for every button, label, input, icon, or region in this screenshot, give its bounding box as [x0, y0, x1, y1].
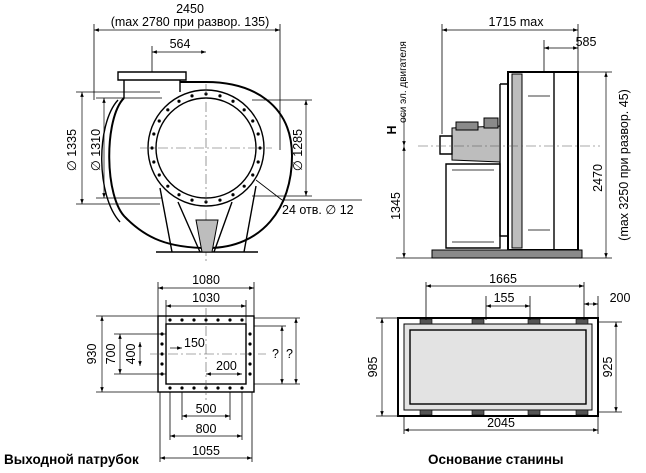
- bolt-hole: [168, 318, 172, 322]
- bolt-hole: [168, 386, 172, 390]
- flange-width-inner-label: 1055: [192, 444, 220, 458]
- hole-offset-200-label: 200: [216, 359, 237, 373]
- bolt-hole: [228, 318, 232, 322]
- bolt-holes: [150, 92, 262, 204]
- bolt-hole: [258, 146, 262, 150]
- frame-end-200-label: 200: [610, 291, 631, 305]
- diameter-outer-label: ∅ 1335: [65, 129, 79, 171]
- outlet-flange-view: 1080 1030 930 700 400 150 200 ? ?: [4, 273, 300, 467]
- bolt-hole: [228, 386, 232, 390]
- frame-length-overall-label: 2045: [487, 416, 515, 430]
- bolt-hole: [251, 119, 255, 123]
- width-overall-label: 2450: [176, 2, 204, 16]
- offset-label: 585: [576, 35, 597, 49]
- bolt-hole: [160, 352, 164, 356]
- hole-offset-150-label: 150: [184, 336, 205, 350]
- bolt-hole: [180, 386, 184, 390]
- bolt-hole: [256, 160, 260, 164]
- height-overall-label: 2470: [591, 164, 605, 192]
- mount-plate: [575, 318, 589, 325]
- bolt-hole: [166, 184, 170, 188]
- fan-side-view: 1715 max 585 1345 H оси эл. двигателя 24…: [385, 15, 631, 259]
- mount-plate: [419, 409, 433, 416]
- flange-width-bolt-label: 1030: [192, 291, 220, 305]
- bolt-hole: [242, 184, 246, 188]
- outlet-width-label: 564: [170, 37, 191, 51]
- bolt-hole: [157, 173, 161, 177]
- bolt-hole: [256, 132, 260, 136]
- flange-height-inner-label: 400: [124, 344, 138, 365]
- bolt-hole: [248, 372, 252, 376]
- bolt-hole: [204, 318, 208, 322]
- bolt-hole: [166, 108, 170, 112]
- bolt-hole: [248, 362, 252, 366]
- flange-height-bolt-label: 700: [104, 344, 118, 365]
- bolt-hole: [231, 99, 235, 103]
- bolt-hole: [157, 119, 161, 123]
- mount-plate: [527, 409, 541, 416]
- bolt-hole: [251, 173, 255, 177]
- bolt-hole: [152, 160, 156, 164]
- bolt-hole: [231, 193, 235, 197]
- frame-width-bolt-label: 925: [601, 357, 615, 378]
- unknown-dim-2: ?: [286, 347, 293, 361]
- bolt-hole: [218, 94, 222, 98]
- diameter-bolt-label: ∅ 1310: [89, 129, 103, 171]
- width-note-label: (max 2780 при развор. 135): [111, 15, 270, 29]
- bolt-hole: [190, 94, 194, 98]
- bolt-hole: [150, 146, 154, 150]
- base-caption: Основание станины: [428, 452, 564, 467]
- frame-width-overall-label: 985: [366, 357, 380, 378]
- bolt-hole: [240, 318, 244, 322]
- bolt-hole: [242, 108, 246, 112]
- bolt-hole: [192, 318, 196, 322]
- outlet-caption: Выходной патрубок: [4, 452, 139, 467]
- bolt-hole: [177, 99, 181, 103]
- bolt-hole: [240, 386, 244, 390]
- bolt-hole: [152, 132, 156, 136]
- base-frame-view: 1665 155 200 985 925 2045 Основание стан…: [366, 272, 630, 467]
- flange-width-outer-label: 1080: [192, 273, 220, 287]
- axis-height-label: 1345: [389, 192, 403, 220]
- mount-plate: [527, 318, 541, 325]
- bolt-hole: [218, 198, 222, 202]
- unknown-dim-1: ?: [272, 347, 279, 361]
- bolt-hole: [216, 318, 220, 322]
- holes-note-label: 24 отв. ∅ 12: [282, 203, 354, 217]
- motor-axis-subscript: оси эл. двигателя: [398, 41, 409, 123]
- diameter-inlet-label: ∅ 1285: [291, 129, 305, 171]
- motor: [451, 125, 501, 163]
- fan-front-view: 2450 (max 2780 при развор. 135) 564 ∅ 13…: [65, 2, 362, 262]
- bolt-hole: [192, 386, 196, 390]
- bolt-hole: [160, 342, 164, 346]
- mount-plate: [471, 318, 485, 325]
- bolt-hole: [177, 193, 181, 197]
- base-beam: [431, 249, 583, 259]
- bolt-hole: [216, 386, 220, 390]
- hole-step-800-label: 800: [196, 422, 217, 436]
- bolt-hole: [248, 332, 252, 336]
- hole-step-500-label: 500: [196, 402, 217, 416]
- height-note-label: (max 3250 при развор. 45): [617, 89, 631, 241]
- bolt-hole: [160, 362, 164, 366]
- frame-step-155-label: 155: [494, 291, 515, 305]
- depth-max-label: 1715 max: [489, 15, 545, 29]
- flange-height-outer-label: 930: [85, 344, 99, 365]
- base-frame-outline: [397, 317, 599, 417]
- mount-plate: [471, 409, 485, 416]
- bolt-hole: [248, 342, 252, 346]
- motor-axis-symbol: H: [385, 125, 399, 134]
- bolt-hole: [180, 318, 184, 322]
- frame-mount-plates: [419, 318, 589, 416]
- bolt-hole: [190, 198, 194, 202]
- mount-plate: [575, 409, 589, 416]
- flange-bolt-holes: [160, 318, 252, 390]
- frame-length-bolt-label: 1665: [489, 272, 517, 286]
